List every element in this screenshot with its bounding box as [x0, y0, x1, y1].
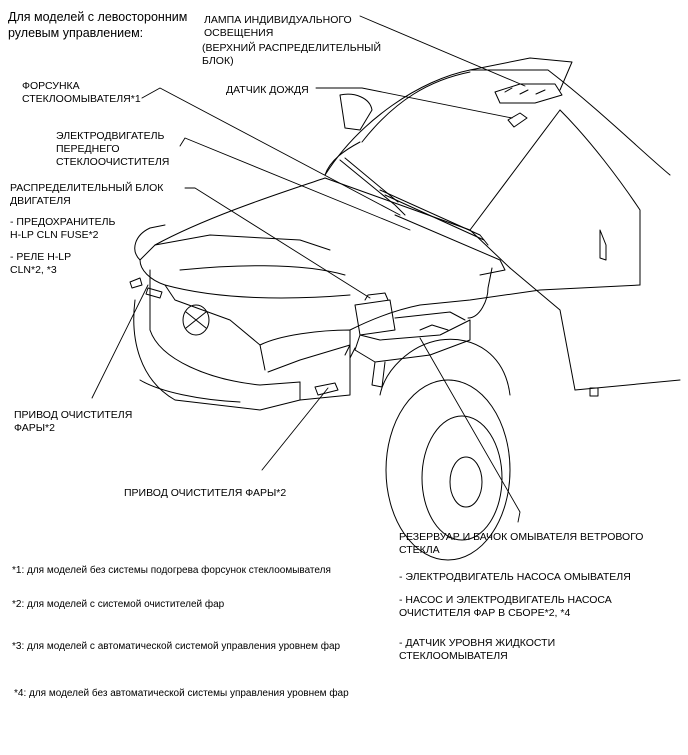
label-engine-block: РАСПРЕДЕЛИТЕЛЬНЫЙ БЛОК ДВИГАТЕЛЯ [10, 182, 164, 207]
washer-reservoir [344, 292, 471, 388]
footnote-2: *2: для моделей с системой очистителей ф… [12, 599, 225, 610]
label-pump-assembly: - НАСОС И ЭЛЕКТРОДВИГАТЕЛЬ НАСОСА ОЧИСТИ… [399, 594, 612, 619]
label-lamp-sub: (ВЕРХНИЙ РАСПРЕДЕЛИТЕЛЬНЫЙ БЛОК) [202, 42, 382, 67]
label-headlamp-wiper-left: ПРИВОД ОЧИСТИТЕЛЯ ФАРЫ*2 [14, 409, 133, 434]
footnote-1: *1: для моделей без системы подогрева фо… [12, 565, 331, 576]
label-relay: - РЕЛЕ H-LP CLN*2, *3 [10, 251, 72, 276]
footnote-3: *3: для моделей с автоматической системо… [12, 641, 341, 652]
header-note: Для моделей с левосторонним рулевым упра… [8, 10, 188, 40]
headlamp-wiper-left [129, 277, 143, 289]
headlamp-wiper-right [314, 382, 339, 396]
label-fuse: - ПРЕДОХРАНИТЕЛЬ H-LP CLN FUSE*2 [10, 216, 116, 241]
wiper-arms [339, 157, 506, 276]
footnote-4: *4: для моделей без автоматической систе… [14, 688, 349, 699]
leader-lines [91, 15, 526, 523]
label-nozzle: ФОРСУНКА СТЕКЛООМЫВАТЕЛЯ*1 [22, 80, 141, 105]
label-level-sensor: - ДАТЧИК УРОВНЯ ЖИДКОСТИ СТЕКЛООМЫВАТЕЛЯ [399, 637, 556, 662]
label-wiper-motor: ЭЛЕКТРОДВИГАТЕЛЬ ПЕРЕДНЕГО СТЕКЛООЧИСТИТ… [56, 130, 170, 168]
car-body-outline [133, 57, 681, 561]
overhead-console [494, 83, 563, 104]
rain-sensor [507, 112, 528, 128]
label-headlamp-wiper-right: ПРИВОД ОЧИСТИТЕЛЯ ФАРЫ*2 [124, 487, 287, 499]
label-lamp: ЛАМПА ИНДИВИДУАЛЬНОГО ОСВЕЩЕНИЯ [204, 14, 352, 39]
label-rain-sensor: ДАТЧИК ДОЖДЯ [226, 84, 309, 96]
headlamp-wiper-left-2 [145, 287, 163, 299]
washer-hose [467, 267, 493, 319]
label-washer-motor: - ЭЛЕКТРОДВИГАТЕЛЬ НАСОСА ОМЫВАТЕЛЯ [399, 571, 631, 583]
label-reservoir: РЕЗЕРВУАР И БАЧОК ОМЫВАТЕЛЯ ВЕТРОВОГО СТ… [399, 531, 644, 556]
